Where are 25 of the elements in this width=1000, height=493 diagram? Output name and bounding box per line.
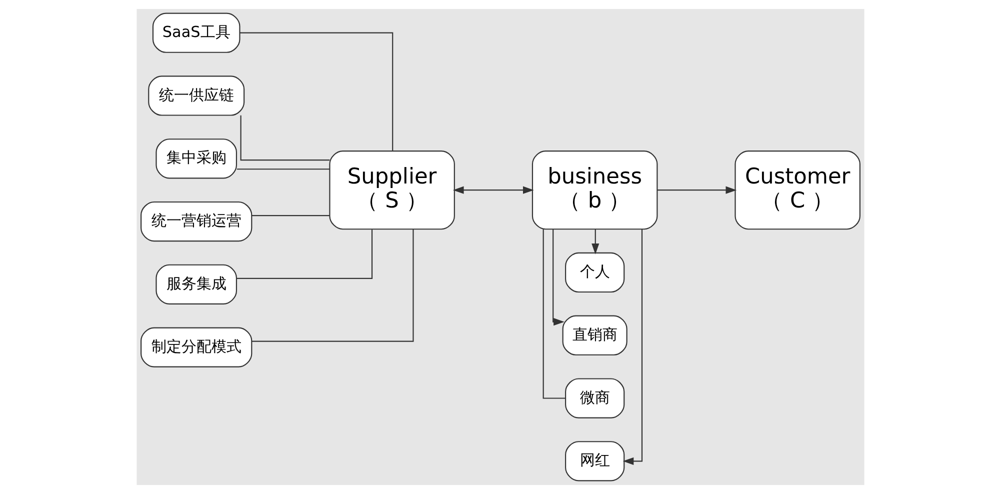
node-box: Customer （ C ） (734, 150, 860, 230)
connector (236, 229, 372, 278)
connector (251, 214, 329, 216)
arrow (656, 186, 736, 194)
connector (239, 32, 393, 150)
node-box: 个人 (564, 252, 624, 292)
node-box: 直销商 (562, 314, 627, 355)
node-box: 统一供应链 (148, 75, 244, 116)
node-box: 微商 (564, 378, 624, 418)
node-box: SaaS工具 (152, 12, 240, 52)
connector (240, 114, 330, 160)
node-box: 制定分配模式 (140, 326, 252, 367)
node-box: business （ b ） (531, 150, 658, 230)
node-box: 统一营销运营 (140, 200, 252, 242)
arrow (622, 228, 642, 464)
node-box: Supplier （ S ） (328, 150, 454, 230)
arrow (591, 228, 599, 254)
connector (251, 228, 414, 342)
connector (542, 228, 565, 398)
node-box: 集中采购 (155, 138, 237, 178)
arrow (552, 228, 564, 326)
node-box: 网红 (564, 440, 624, 481)
arrow (452, 186, 534, 194)
connector (236, 168, 330, 170)
node-box: 服务集成 (155, 264, 237, 304)
